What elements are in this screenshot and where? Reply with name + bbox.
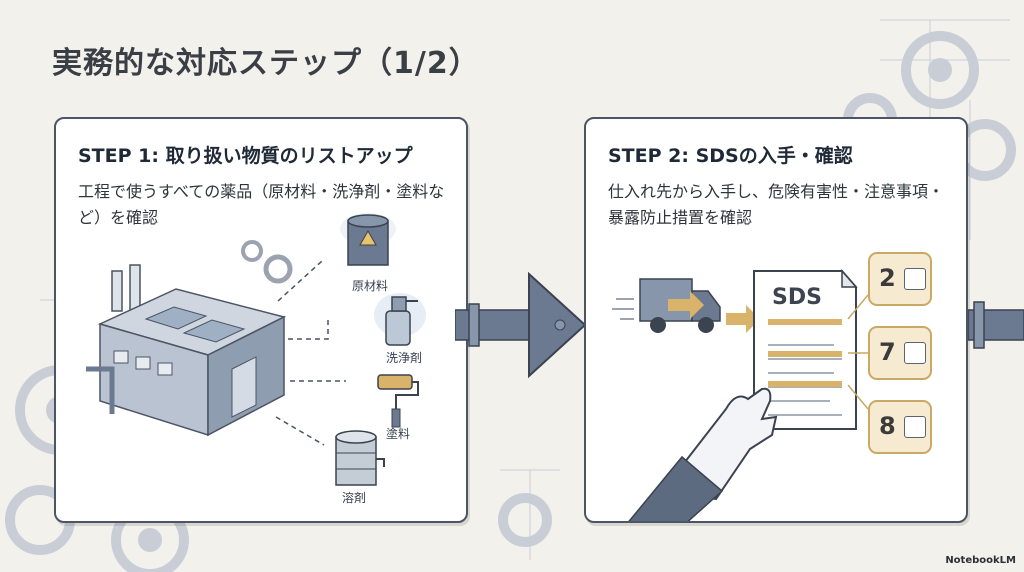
step1-description: 工程で使うすべての薬品（原材料・洗浄剤・塗料など）を確認 (78, 182, 445, 227)
protective-gear-icon (904, 416, 926, 438)
section-number: 2 (879, 264, 896, 292)
factory-icon (86, 240, 346, 446)
brand-logo: NotebookLM (945, 555, 1016, 566)
chemical-label-solvent: 溶剤 (342, 491, 367, 505)
step2-card: STEP 2: SDSの入手・確認 仕入れ先から入手し、危険有害性・注意事項・暴… (584, 117, 968, 523)
step2-description: 仕入れ先から入手し、危険有害性・注意事項・暴露防止措置を確認 (608, 182, 945, 227)
pipe-arrow-icon (455, 271, 587, 379)
hazard-pictogram-icon (904, 268, 926, 290)
handling-icon (904, 342, 926, 364)
sds-section-badge-2: 2 (868, 252, 932, 306)
step2-title: STEP 2: SDSの入手・確認 (608, 145, 853, 167)
sds-section-badge-7: 7 (868, 326, 932, 380)
section-number: 7 (879, 338, 896, 366)
chemical-label-raw-material: 原材料 (352, 279, 389, 293)
sds-document-icon (628, 269, 869, 521)
chemical-label-paint: 塗料 (386, 427, 411, 441)
step1-card: STEP 1: 取り扱い物質のリストアップ 工程で使うすべての薬品（原材料・洗浄… (54, 117, 468, 523)
section-number: 8 (879, 412, 896, 440)
truck-icon (612, 278, 760, 333)
sds-document-label: SDS (772, 285, 822, 310)
step1-title: STEP 1: 取り扱い物質のリストアップ (78, 145, 413, 167)
chemical-label-cleaner: 洗浄剤 (386, 351, 423, 365)
sds-section-badge-8: 8 (868, 400, 932, 454)
page-title: 実務的な対応ステップ（1/2） (52, 46, 480, 81)
